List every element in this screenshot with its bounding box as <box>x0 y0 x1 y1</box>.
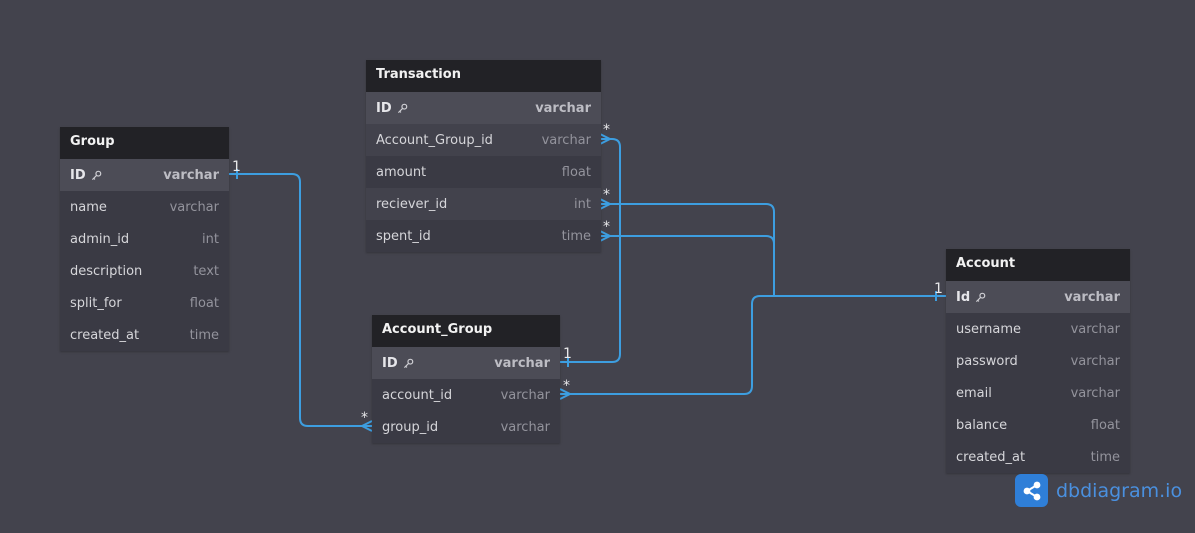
table-row[interactable]: Account_Group_id varchar <box>366 124 601 156</box>
field-type: time <box>1090 449 1120 465</box>
field-type: float <box>561 164 591 180</box>
relation-line-account-reciever <box>600 203 946 297</box>
table-header[interactable]: Transaction <box>366 60 601 92</box>
relation-line-account-accountgroup <box>560 295 946 395</box>
field-name: reciever_id <box>376 196 448 212</box>
table-row[interactable]: ID varchar <box>366 92 601 124</box>
field-name: amount <box>376 164 427 180</box>
field-type: varchar <box>535 100 591 116</box>
field-type: varchar <box>541 132 591 148</box>
cardinality-one-account: 1 <box>934 281 943 297</box>
cardinality-one-group: 1 <box>232 159 241 175</box>
field-name: password <box>956 353 1018 369</box>
table-row[interactable]: created_at time <box>60 319 229 351</box>
field-type: varchar <box>500 387 550 403</box>
table-row[interactable]: amount float <box>366 156 601 188</box>
field-type: varchar <box>494 355 550 371</box>
table-row[interactable]: admin_id int <box>60 223 229 255</box>
field-name: spent_id <box>376 228 431 244</box>
field-name: account_id <box>382 387 453 403</box>
table-row[interactable]: email varchar <box>946 377 1130 409</box>
table-row[interactable]: split_for float <box>60 287 229 319</box>
table-row[interactable]: name varchar <box>60 191 229 223</box>
table-row[interactable]: created_at time <box>946 441 1130 473</box>
field-type: int <box>574 196 591 212</box>
field-type: float <box>1090 417 1120 433</box>
field-type: varchar <box>500 419 550 435</box>
cardinality-many-accountid: * <box>563 378 570 394</box>
field-type: varchar <box>1064 289 1120 305</box>
field-name: username <box>956 321 1021 337</box>
field-name: balance <box>956 417 1008 433</box>
field-name: group_id <box>382 419 439 435</box>
table-header[interactable]: Account_Group <box>372 315 560 347</box>
field-type: int <box>202 231 219 247</box>
table-row[interactable]: Id varchar <box>946 281 1130 313</box>
table-header[interactable]: Group <box>60 127 229 159</box>
brand-logo[interactable]: dbdiagram.io <box>1015 474 1182 507</box>
table-header[interactable]: Account <box>946 249 1130 281</box>
field-name: name <box>70 199 107 215</box>
table-row[interactable]: ID varchar <box>60 159 229 191</box>
field-name: ID <box>376 100 392 116</box>
field-name: Account_Group_id <box>376 132 493 148</box>
key-icon <box>91 170 101 180</box>
field-type: varchar <box>1070 385 1120 401</box>
brand-name: dbdiagram <box>1056 479 1160 502</box>
field-name: created_at <box>70 327 140 343</box>
field-type: varchar <box>163 167 219 183</box>
table-group[interactable]: Group ID varchar name varchar admin_id int… <box>60 127 229 351</box>
field-type: varchar <box>1070 353 1120 369</box>
key-icon <box>403 358 413 368</box>
field-name: ID <box>382 355 398 371</box>
field-name: ID <box>70 167 86 183</box>
table-row[interactable]: account_id varchar <box>372 379 560 411</box>
cardinality-many-spent: * <box>603 219 610 235</box>
table-account[interactable]: Account Id varchar username varchar passw… <box>946 249 1130 473</box>
field-type: text <box>193 263 219 279</box>
brand-suffix: .io <box>1159 479 1183 502</box>
field-type: time <box>189 327 219 343</box>
share-nodes-icon <box>1015 474 1048 507</box>
field-name: email <box>956 385 992 401</box>
table-transaction[interactable]: Transaction ID varchar Account_Group_id v… <box>366 60 601 252</box>
table-row[interactable]: description text <box>60 255 229 287</box>
table-row[interactable]: password varchar <box>946 345 1130 377</box>
cardinality-many-reciever: * <box>603 187 610 203</box>
field-name: description <box>70 263 143 279</box>
table-row[interactable]: balance float <box>946 409 1130 441</box>
table-row[interactable]: reciever_id int <box>366 188 601 220</box>
field-type: time <box>561 228 591 244</box>
relation-line-account-spent <box>600 235 775 296</box>
relation-line-group-accountgroup <box>229 173 372 427</box>
cardinality-many-accountgroupid: * <box>603 122 610 138</box>
field-name: admin_id <box>70 231 130 247</box>
field-name: Id <box>956 289 971 305</box>
key-icon <box>976 292 986 302</box>
table-row[interactable]: group_id varchar <box>372 411 560 443</box>
field-name: split_for <box>70 295 122 311</box>
cardinality-one-accountgroup: 1 <box>563 346 572 362</box>
field-type: varchar <box>1070 321 1120 337</box>
cardinality-many-group-id: * <box>361 410 368 426</box>
field-type: float <box>189 295 219 311</box>
table-row[interactable]: ID varchar <box>372 347 560 379</box>
key-icon <box>397 103 407 113</box>
table-row[interactable]: spent_id time <box>366 220 601 252</box>
field-type: varchar <box>169 199 219 215</box>
field-name: created_at <box>956 449 1026 465</box>
table-row[interactable]: username varchar <box>946 313 1130 345</box>
